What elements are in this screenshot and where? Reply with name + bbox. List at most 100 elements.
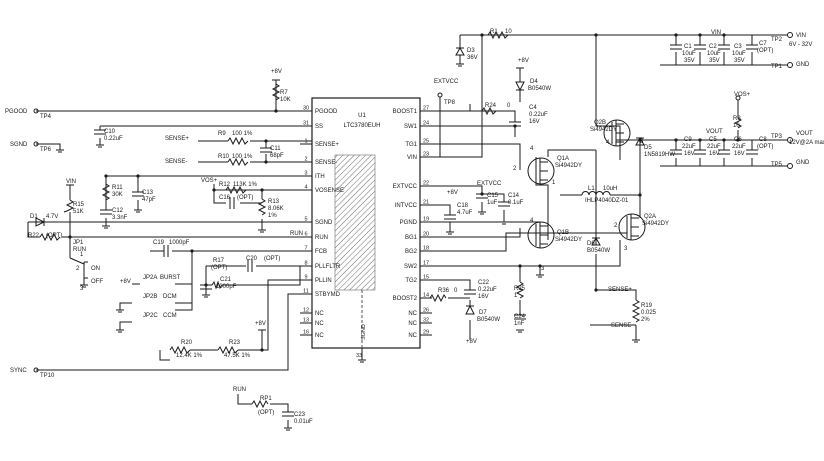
pin-name: INTVCC	[395, 203, 418, 209]
label-mq1a2: 2	[513, 166, 517, 172]
pin-number: 31	[303, 121, 309, 127]
label-r13a: R13	[268, 199, 280, 205]
pin-name: PLLFLTR	[315, 264, 341, 270]
label-sense-n-r: SENSE-	[611, 323, 633, 329]
resistor-r25	[515, 281, 525, 299]
label-q2av: Si4942DY	[642, 221, 669, 227]
testpoint-tp3	[787, 137, 793, 143]
label-r8b: 10	[733, 123, 740, 129]
capacitor-c3	[718, 44, 730, 50]
diode-d7	[465, 304, 475, 315]
label-c7b: (OPT)	[757, 48, 773, 54]
label-gnd2: GND	[796, 160, 810, 166]
label-q1av: Si4942DY	[555, 163, 582, 169]
pin-number: 3	[304, 171, 307, 177]
components	[28, 30, 793, 431]
pin-number: 12	[303, 308, 309, 314]
label-c21: C21	[220, 277, 232, 283]
label-c23b: 0.01uF	[294, 419, 313, 425]
capacitor-c2	[694, 44, 706, 50]
label-r22: R22	[28, 233, 40, 239]
label-mq1a3: 1	[552, 180, 556, 186]
pin-name: SW2	[404, 264, 418, 270]
pin-name: STBYMD	[315, 292, 341, 298]
label-vout-o: VOUT	[796, 131, 813, 137]
capacitor-c11	[260, 147, 272, 153]
ic-pins: 30PGOOD31SS1SENSE+2SENSE-3ITH4VOSENSE5SG…	[300, 106, 432, 339]
label-r10v: 100 1%	[232, 154, 253, 160]
mosfet-q2b	[603, 119, 631, 147]
label-c9b: 22uF	[682, 144, 696, 150]
label-p1: 1	[80, 252, 84, 258]
label-tp4: TP4	[40, 114, 52, 120]
label-vos-l: VOS+	[201, 178, 218, 184]
label-c6a: C6	[734, 137, 742, 143]
pin-name: SW1	[404, 124, 418, 130]
mosfet-q1b	[527, 221, 555, 249]
label-c20o: (OPT)	[264, 256, 280, 262]
ground-symbol	[56, 63, 640, 431]
label-c24b: 1nF	[514, 321, 525, 327]
pin-number: 6	[304, 232, 307, 238]
capacitor-c19	[163, 245, 169, 257]
label-jp2a: JP2A	[143, 275, 157, 281]
label-extvcc-t: EXTVCC	[434, 79, 459, 85]
label-r24: R24	[485, 103, 497, 109]
pin-name: SGND	[315, 220, 333, 226]
pin-name: NC	[408, 311, 417, 317]
pin-number: 5	[304, 217, 307, 223]
capacitor-c1	[670, 44, 682, 50]
label-q2bv: Si4942DY	[590, 127, 617, 133]
label-r13b: 8.06K	[268, 206, 284, 212]
pin-name: BG1	[405, 235, 418, 241]
label-c18b: 4.7uF	[457, 210, 473, 216]
label-d1b: 4.7V	[46, 214, 58, 220]
label-c23a: C23	[294, 412, 306, 418]
label-c20: C20	[246, 256, 258, 262]
testpoint-tp4	[33, 108, 39, 114]
label-rp1: RP1	[260, 396, 272, 402]
label-vin-o: VIN	[796, 33, 806, 39]
pin-number: 11	[303, 289, 309, 295]
pin-name: VIN	[407, 155, 417, 161]
label-burst: BURST	[160, 275, 181, 281]
wires	[27, 34, 788, 428]
resistor-rp1	[251, 399, 269, 409]
capacitor-c23	[282, 411, 294, 417]
label-r25b: 1	[514, 293, 518, 299]
label-extvcc-m: EXTVCC	[477, 181, 502, 187]
label-c15b: 1uF	[487, 200, 498, 206]
pin-number: 2	[304, 157, 307, 163]
pin-number: 24	[423, 121, 429, 127]
label-r11b: 30K	[112, 192, 123, 198]
label-r9: R9	[218, 131, 226, 137]
label-d6b: B0540W	[587, 248, 610, 254]
label-q2b: Q2B	[594, 120, 606, 126]
label-c18a: C18	[457, 203, 469, 209]
label-q1a: Q1A	[557, 156, 569, 162]
label-mq2b4: 4	[606, 140, 610, 146]
label-mq1a4: 4	[530, 146, 534, 152]
label-r17: R17	[213, 258, 225, 264]
label-q1b: Q1B	[557, 230, 569, 236]
diode-d3	[455, 46, 465, 56]
pin-name: FCB	[315, 249, 327, 255]
label-r20v: 12.4K 1%	[176, 353, 203, 359]
resistor-r8	[733, 117, 742, 129]
label-r7b: 10K	[280, 97, 291, 103]
label-r13c: 1%	[268, 213, 277, 219]
label-c5a: C5	[709, 137, 717, 143]
label-mq1b4: 4	[530, 218, 534, 224]
pin-number: 32	[423, 318, 429, 324]
capacitor-c16	[229, 197, 235, 209]
label-vin-l: VIN	[66, 179, 76, 185]
label-c14a: C14	[508, 193, 520, 199]
label-c1c: 35V	[684, 58, 695, 64]
testpoint-tp10	[33, 367, 39, 373]
label-d5b: 1N5819HW	[644, 152, 675, 158]
label-q2a: Q2A	[644, 214, 656, 220]
switch-jp1	[69, 257, 88, 279]
label-r19a: R19	[641, 303, 653, 309]
